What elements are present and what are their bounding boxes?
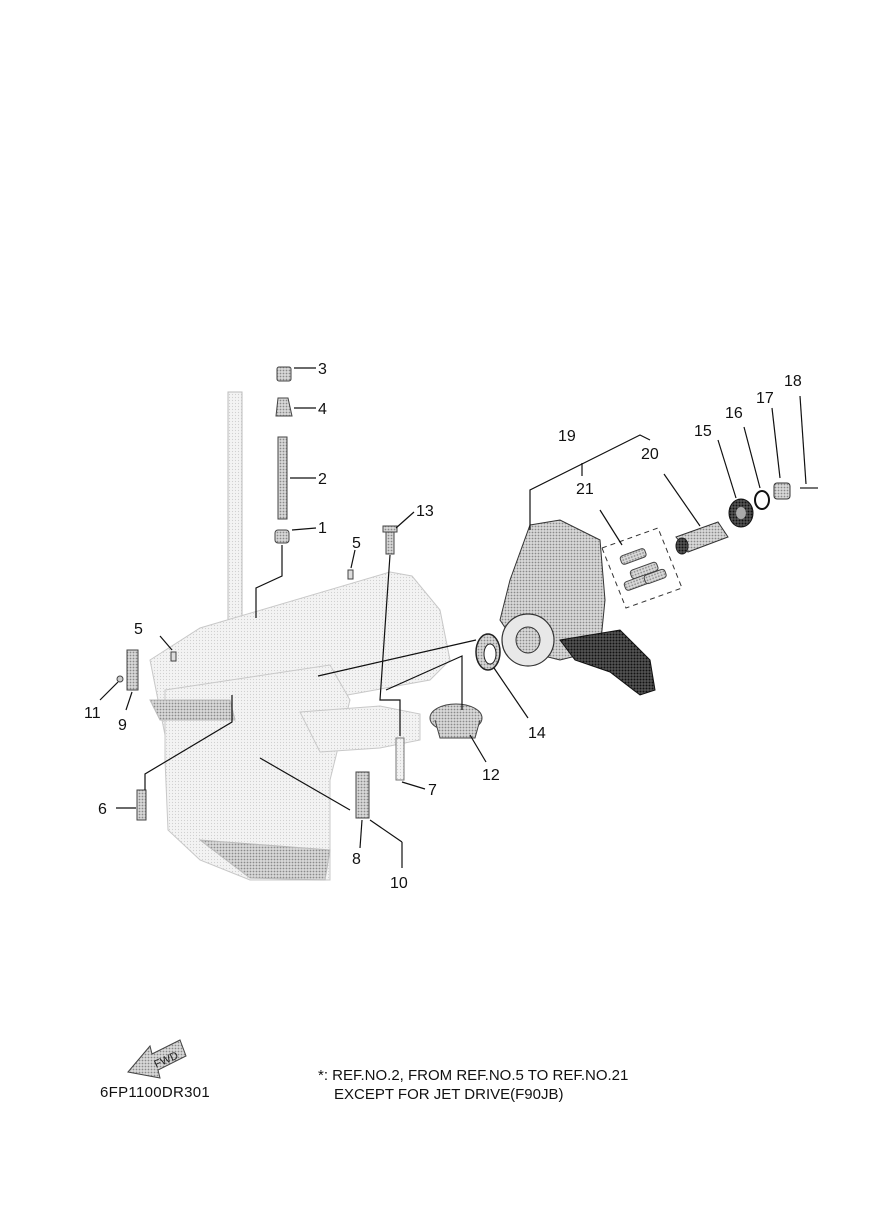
part-7-bolt	[395, 737, 405, 781]
callout-17: 17	[756, 390, 774, 407]
callout-18: 18	[784, 373, 802, 390]
note-line-1: *: REF.NO.2, FROM REF.NO.5 TO REF.NO.21	[318, 1067, 629, 1084]
note-line-2: EXCEPT FOR JET DRIVE(F90JB)	[334, 1086, 564, 1103]
callout-15: 15	[694, 423, 712, 440]
callout-3: 3	[318, 361, 327, 378]
part-6-bolt	[136, 789, 147, 821]
callout-19: 19	[558, 428, 576, 445]
part-14-thrust-washer	[475, 633, 501, 671]
part-5-dowel-b	[170, 651, 177, 662]
callout-12: 12	[482, 767, 500, 784]
callout-11: 11	[84, 705, 101, 722]
diagram-code: 6FP1100DR301	[100, 1084, 211, 1101]
callout-7: 7	[428, 782, 437, 799]
part-2-water-tube	[277, 436, 288, 520]
part-4-seal-cap	[275, 397, 293, 417]
part-13-bolt	[382, 525, 398, 555]
applicability-note: *: REF.NO.2, FROM REF.NO.5 TO REF.NO.21 …	[318, 1066, 628, 1104]
part-17-nut	[773, 482, 791, 500]
callout-13: 13	[416, 503, 434, 520]
callout-labels: 3 4 2 1 13 5 5 9 11 6 7 8 10 12 14 19 21…	[84, 361, 802, 892]
callout-5a: 5	[352, 535, 361, 552]
callout-4: 4	[318, 401, 327, 418]
part-11-screw	[116, 675, 124, 683]
callout-20: 20	[641, 446, 659, 463]
callout-2: 2	[318, 471, 327, 488]
lower-casing	[149, 391, 451, 881]
part-1-grommet	[274, 529, 290, 544]
callout-21: 21	[576, 481, 594, 498]
fwd-arrow-icon: FWD	[127, 1039, 187, 1079]
part-21-bushings	[601, 527, 683, 609]
callout-1: 1	[318, 520, 327, 537]
part-15-spacer	[728, 498, 754, 528]
leader-lines	[99, 367, 807, 868]
part-12-cap	[429, 703, 483, 739]
part-19-propeller	[499, 519, 656, 696]
part-16-washer	[754, 490, 770, 510]
callout-8: 8	[352, 851, 361, 868]
callout-16: 16	[725, 405, 743, 422]
part-5-dowel-a	[347, 569, 354, 580]
part-20-hub	[675, 521, 729, 555]
part-8-anode	[355, 771, 370, 819]
part-3-grommet	[276, 366, 292, 382]
part-9-anode	[126, 649, 139, 691]
callout-5b: 5	[134, 621, 143, 638]
callout-14: 14	[528, 725, 546, 742]
callout-10: 10	[390, 875, 408, 892]
callout-9: 9	[118, 717, 127, 734]
callout-6: 6	[98, 801, 107, 818]
